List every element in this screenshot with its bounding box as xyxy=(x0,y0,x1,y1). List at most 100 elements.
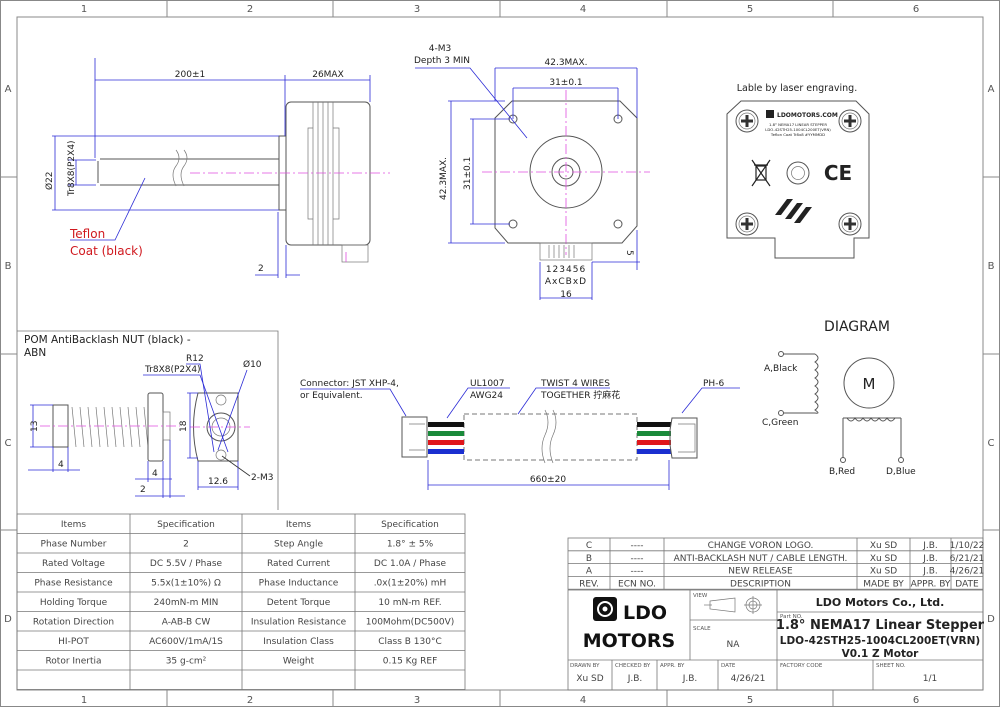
diagram-title: DIAGRAM xyxy=(824,319,890,335)
sheet-no: 1/1 xyxy=(923,674,937,684)
screw-icon xyxy=(838,212,862,236)
spec-cell: 2 xyxy=(183,540,189,550)
mount-hole xyxy=(613,219,623,229)
gap-dim-label: 2 xyxy=(258,264,264,274)
revision-cell: ANTI-BACKLASH NUT / CABLE LENGTH. xyxy=(674,554,848,564)
spec-cell: Detent Torque xyxy=(267,598,331,608)
wiring-diagram: DIAGRAM M A,Black C,Green B,Red D,Blue xyxy=(762,319,916,477)
col-label: 4 xyxy=(580,4,586,15)
terminal-label: A,Black xyxy=(764,364,798,374)
coating-note: Teflon xyxy=(69,227,105,241)
spec-cell: DC 5.5V / Phase xyxy=(150,559,223,569)
mount-hole xyxy=(508,219,518,229)
row-label: C xyxy=(5,438,12,449)
spec-cell: Phase Resistance xyxy=(34,579,113,589)
motor-connector xyxy=(341,244,369,263)
screw-icon xyxy=(838,109,862,133)
spec-cell: Insulation Resistance xyxy=(251,618,347,628)
row-label: B xyxy=(988,261,995,272)
col-label: 5 xyxy=(747,695,753,706)
revision-cell: Xu SD xyxy=(870,554,897,564)
view-label: VIEW xyxy=(693,593,708,599)
wire xyxy=(637,422,671,427)
hole-spacing-v-label: 31±0.1 xyxy=(463,157,473,190)
revision-cell: MADE BY xyxy=(863,579,904,589)
connector-width-label: 16 xyxy=(560,290,572,300)
revision-cell: J.B. xyxy=(922,554,938,564)
nut-width-label: 12.6 xyxy=(208,477,228,487)
spec-cell: Specification xyxy=(157,520,215,530)
drawn-by-label: DRAWN BY xyxy=(570,663,600,669)
spec-cell: Rated Current xyxy=(267,559,330,569)
col-label: 6 xyxy=(913,695,919,706)
row-label: C xyxy=(988,438,995,449)
spec-cell: Items xyxy=(61,520,86,530)
ph6-connector xyxy=(669,417,698,459)
motor-face xyxy=(494,100,638,244)
nut-view: POM AntiBacklash NUT (black) - ABN 13 18… xyxy=(17,330,279,510)
revision-cell: REV. xyxy=(579,579,599,589)
title-block: LDO MOTORS VIEW SCALE NA LDO Motors Co.,… xyxy=(567,589,985,691)
label-line: 1.8° NEMA17 LINEAR STEPPER xyxy=(769,122,827,127)
twist-note: TOGETHER 拧麻花 xyxy=(540,389,620,401)
nut-flange-label: 18 xyxy=(179,420,189,432)
thread-dim-label: Tr8X8(P2X4) xyxy=(67,140,77,197)
connector-note: or Equivalent. xyxy=(300,391,363,401)
revision-cell: J.B. xyxy=(922,567,938,577)
nut-thread-label: Tr8X8(P2X4) xyxy=(144,365,201,375)
col-label: 2 xyxy=(247,4,253,15)
spec-cell: HI-POT xyxy=(58,637,89,647)
label-view: Lable by laser engraving. LDOMOTORS.COM … xyxy=(726,83,870,259)
nut-flange xyxy=(147,392,164,462)
motor-symbol xyxy=(843,357,895,409)
spec-cell: 0.15 Kg REF xyxy=(383,657,438,667)
col-label: 5 xyxy=(747,4,753,15)
center-boss-icon xyxy=(786,161,810,185)
label-plate xyxy=(726,100,870,259)
checked-by: J.B. xyxy=(627,674,643,684)
appr-by-label: APPR. BY xyxy=(660,663,685,669)
terminal-label: C,Green xyxy=(762,418,798,428)
label-caption: Lable by laser engraving. xyxy=(737,83,857,94)
brand-logo-icon xyxy=(766,110,774,118)
ldo-logo-icon xyxy=(593,597,617,621)
screw-icon xyxy=(735,109,759,133)
revision-cell: ECN NO. xyxy=(618,579,656,589)
len-dim-a: 4 xyxy=(58,460,64,470)
scale-label: SCALE xyxy=(693,626,711,632)
jst-xhp-connector xyxy=(401,416,428,458)
front-view: 42.3MAX. 31±0.1 42.3MAX. 31±0.1 5 123456… xyxy=(414,44,650,300)
body-dim-label: 26MAX xyxy=(312,70,344,80)
cable-length-label: 660±20 xyxy=(530,475,566,485)
spec-cell: Holding Torque xyxy=(40,598,108,608)
drawn-by: Xu SD xyxy=(576,674,603,684)
spec-cell: 240mN-m MIN xyxy=(154,598,219,608)
checked-by-label: CHECKED BY xyxy=(615,663,651,669)
revision-cell: NEW RELEASE xyxy=(728,567,793,577)
nut-height-label: 13 xyxy=(30,421,40,432)
revision-cell: CHANGE VORON LOGO. xyxy=(708,541,814,551)
coating-note: Coat (black) xyxy=(70,244,143,258)
spec-cell: 35 g-cm² xyxy=(166,657,207,667)
revision-cell: Xu SD xyxy=(870,541,897,551)
row-label: D xyxy=(987,614,995,625)
revision-row: B----ANTI-BACKLASH NUT / CABLE LENGTH.Xu… xyxy=(586,554,984,564)
spec-cell: 5.5x(1±10%) Ω xyxy=(151,579,221,589)
wire xyxy=(637,449,671,454)
nut-hole-note: 2-M3 xyxy=(251,473,273,483)
revision-cell: APPR. BY xyxy=(911,579,951,589)
connector-offset-label: 5 xyxy=(624,250,634,256)
brand-url: LDOMOTORS.COM xyxy=(777,112,838,119)
len-dim-c: 2 xyxy=(140,485,146,495)
wire xyxy=(637,431,671,436)
coil-bd xyxy=(846,417,896,422)
part-title: 1.8° NEMA17 Linear Stepper xyxy=(776,618,985,633)
revision-cell: 6/21/21 xyxy=(950,554,985,564)
pin-numbers: 123456 xyxy=(546,265,586,275)
wire xyxy=(428,422,464,427)
